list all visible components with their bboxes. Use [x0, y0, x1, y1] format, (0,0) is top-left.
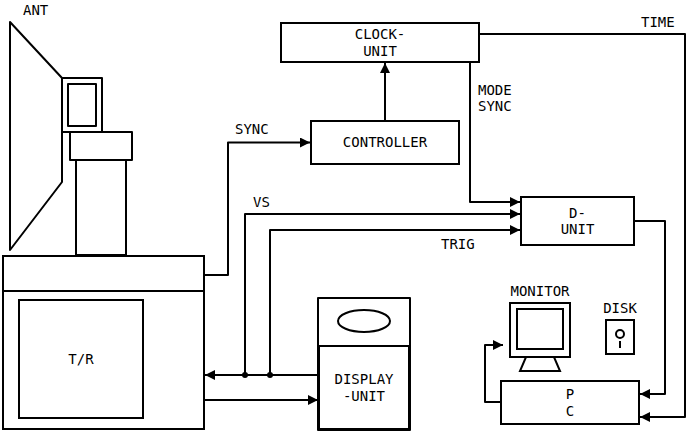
housing-divider	[4, 290, 203, 292]
horn-antenna	[10, 22, 62, 250]
junction-dot	[242, 372, 248, 378]
signal-line	[384, 63, 386, 120]
antenna-label: ANT	[22, 2, 49, 18]
tr-module: T/R	[18, 299, 144, 419]
waveguide-body	[76, 160, 126, 255]
waveguide-throat	[70, 132, 132, 160]
d-unit-box: D-UNIT	[520, 196, 635, 246]
disk-drawing	[602, 318, 638, 358]
device-label: DISK	[603, 300, 637, 316]
unit-name: P C	[566, 386, 574, 418]
pc-box: P C	[500, 380, 640, 425]
unit-name: CLOCK-UNIT	[355, 26, 406, 58]
signal-line	[635, 221, 665, 394]
signal-name: MODE SYNC	[477, 82, 523, 114]
signal-line	[205, 399, 318, 401]
unit-name: CONTROLLER	[343, 134, 427, 150]
clock-unit-box: CLOCK-UNIT	[280, 22, 480, 63]
feed-flange	[68, 84, 96, 126]
signal-name: SYNC	[234, 121, 270, 137]
unit-name: DISPLAY -UNIT	[334, 371, 393, 403]
transceiver-housing: T/R	[2, 255, 205, 430]
signal-name: VS	[252, 194, 271, 210]
junction-dot	[267, 372, 273, 378]
device-label: MONITOR	[510, 283, 569, 299]
monitor-icon: MONITOR	[503, 283, 577, 377]
display-housing	[318, 298, 410, 430]
monitor-drawing	[506, 301, 574, 377]
unit-name: T/R	[68, 351, 93, 367]
controller-box: CONTROLLER	[310, 120, 460, 165]
display-unit-box: DISPLAY -UNIT	[318, 345, 410, 430]
signal-name: TRIG	[440, 236, 476, 252]
unit-name: D-UNIT	[561, 205, 595, 237]
display-screen	[338, 310, 390, 332]
disk-icon: DISK	[596, 300, 644, 358]
antenna-feed	[62, 78, 102, 132]
signal-name: TIME	[640, 14, 676, 30]
signal-line	[205, 143, 310, 276]
